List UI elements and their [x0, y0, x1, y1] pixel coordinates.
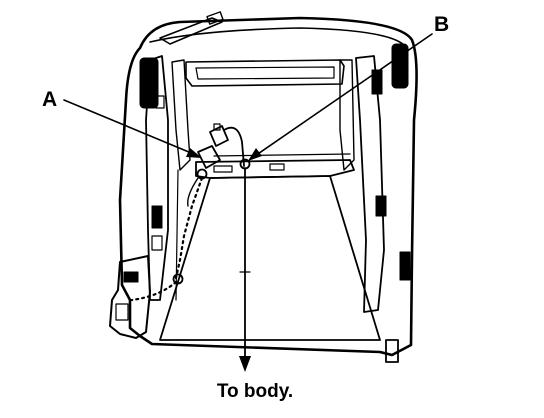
inner-frame-top-bar — [185, 59, 345, 87]
right-frame-rail-inner — [339, 59, 355, 171]
right-side-block-upper — [391, 43, 409, 89]
callout-a-leader — [63, 99, 197, 156]
left-side-small-block-2 — [151, 235, 163, 251]
recliner-bracket-detail-1 — [123, 271, 139, 283]
seat-back-outer-frame — [118, 16, 418, 357]
right-side-block-mid — [371, 69, 383, 95]
cross-member-top-line — [213, 153, 351, 157]
inner-frame-top-inner — [195, 66, 335, 80]
right-side-small-block-1 — [375, 195, 387, 217]
lower-inner-frame — [159, 175, 381, 341]
connector-a-plug — [209, 125, 229, 147]
connector-a-tab — [213, 123, 221, 131]
callout-b-label: B — [434, 13, 449, 36]
harness-wire-upper — [223, 126, 245, 167]
to-body-arrowhead — [239, 356, 251, 372]
left-side-block-upper — [139, 57, 159, 109]
callout-a-arrowhead — [186, 148, 202, 158]
hidden-wire-dotted — [174, 176, 204, 280]
bottom-right-foot — [385, 339, 399, 363]
callout-a-label: A — [42, 88, 57, 111]
connector-a — [197, 145, 221, 169]
right-side-small-block-2 — [399, 251, 411, 281]
left-side-notch — [155, 95, 165, 109]
callout-b-arrowhead — [248, 148, 262, 161]
recliner-bracket — [109, 255, 151, 339]
to-body-caption: To body. — [217, 381, 293, 402]
callout-b-leader — [251, 33, 433, 159]
top-bolster-line — [149, 27, 406, 47]
cross-member-hole — [269, 163, 285, 171]
headrest-clip — [206, 11, 224, 25]
hidden-wire-dotted-lower — [130, 280, 178, 302]
left-frame-rail-outer — [145, 55, 169, 301]
lower-clip — [172, 273, 184, 285]
left-frame-rail-inner — [171, 59, 191, 171]
recliner-bracket-detail-2 — [115, 303, 129, 321]
left-side-small-block-1 — [151, 205, 163, 229]
headrest-strip — [159, 17, 223, 45]
hidden-wire-left — [187, 177, 199, 207]
cross-member-inner — [213, 165, 233, 173]
